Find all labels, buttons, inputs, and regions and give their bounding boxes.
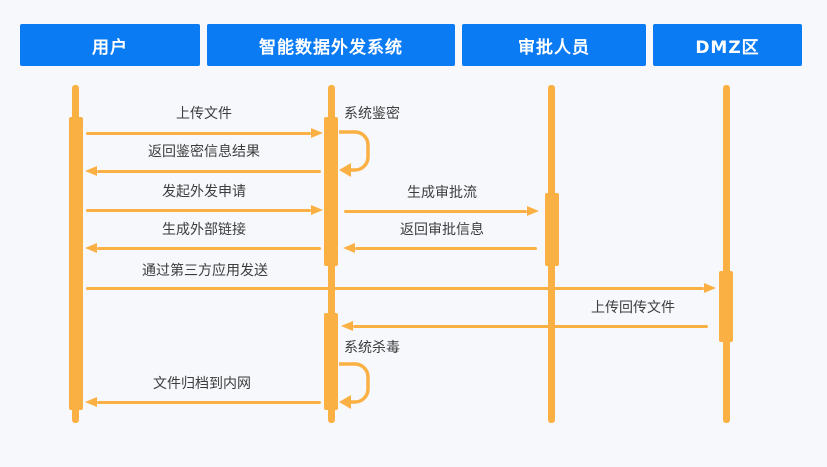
message-label: 发起外发申请 — [162, 184, 246, 200]
self-loop-arrow-icon — [339, 362, 370, 409]
activation-bar-approver — [545, 193, 559, 266]
arrow-line — [344, 210, 527, 213]
arrow-line — [97, 170, 321, 173]
message-label: 文件归档到内网 — [153, 376, 251, 392]
lifeline-dmz — [723, 85, 730, 423]
activation-bar-system-2 — [324, 313, 338, 410]
actor-header-outbound-system: 智能数据外发系统 — [207, 24, 455, 66]
arrow-right-icon — [527, 206, 539, 216]
arrow-line — [86, 209, 311, 212]
message-label: 上传回传文件 — [591, 300, 675, 316]
arrow-right-icon — [311, 128, 323, 138]
message-label: 生成审批流 — [407, 185, 477, 201]
arrow-right-icon — [704, 283, 716, 293]
message-label: 生成外部链接 — [162, 222, 246, 238]
actor-label: 用户 — [92, 37, 128, 58]
arrow-left-icon — [85, 166, 97, 176]
arrow-line — [353, 325, 708, 328]
arrow-line — [97, 401, 321, 404]
arrow-left-icon — [85, 243, 97, 253]
arrow-line — [86, 132, 311, 135]
message-label: 系统杀毒 — [344, 340, 400, 356]
arrow-left-icon — [85, 397, 97, 407]
actor-header-user: 用户 — [20, 24, 200, 66]
activation-bar-system-1 — [324, 117, 338, 266]
arrow-line — [355, 247, 537, 250]
message-label: 上传文件 — [176, 106, 232, 122]
message-label: 返回审批信息 — [400, 222, 484, 238]
message-label: 通过第三方应用发送 — [142, 263, 268, 279]
message-label: 系统鉴密 — [344, 106, 400, 122]
arrow-line — [97, 247, 321, 250]
actor-header-approver: 审批人员 — [462, 24, 646, 66]
activation-bar-dmz — [719, 271, 733, 342]
message-label: 返回鉴密信息结果 — [148, 144, 260, 160]
actor-header-dmz: DMZ区 — [653, 24, 802, 66]
arrow-left-icon — [341, 321, 353, 331]
arrow-left-icon — [343, 243, 355, 253]
actor-label: 审批人员 — [518, 37, 590, 58]
arrow-line — [86, 287, 704, 290]
activation-bar-user — [69, 117, 83, 410]
actor-label: 智能数据外发系统 — [259, 37, 403, 58]
self-loop-arrow-icon — [339, 130, 370, 177]
arrow-right-icon — [311, 205, 323, 215]
actor-label: DMZ区 — [695, 37, 760, 58]
